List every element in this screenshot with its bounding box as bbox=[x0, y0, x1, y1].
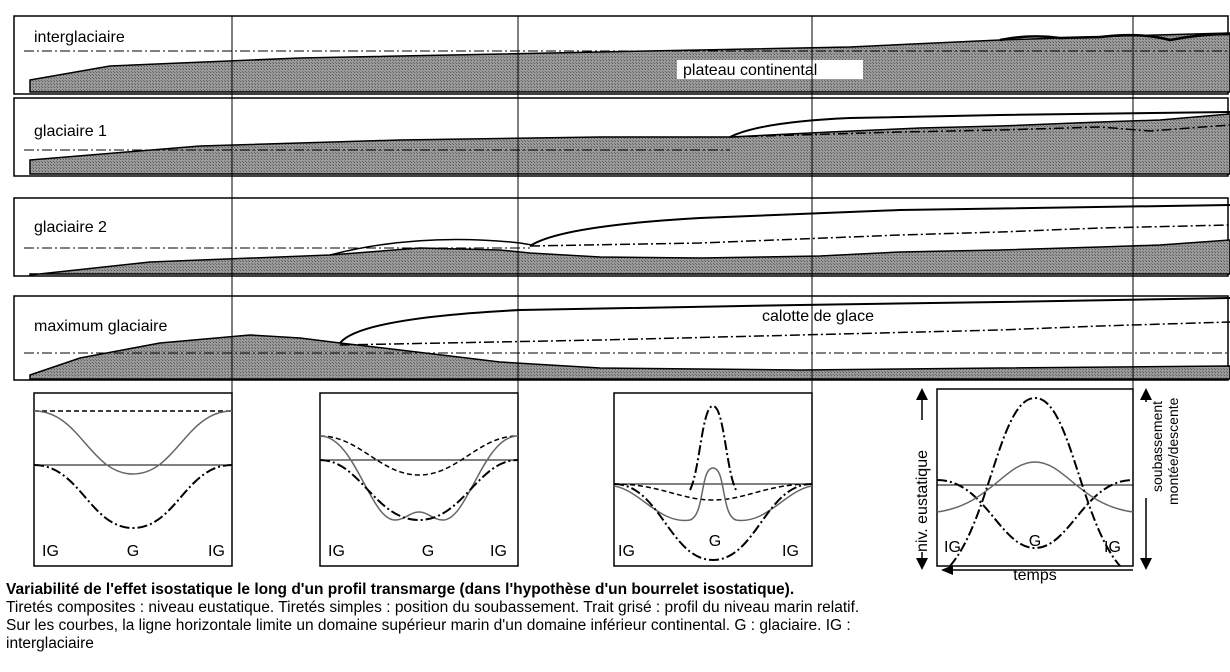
relative-sea-curve bbox=[33, 410, 233, 475]
relative-sea-curve bbox=[613, 467, 813, 522]
tick-ig-left: IG bbox=[328, 543, 345, 560]
y-right-label-1: soubassement bbox=[1149, 401, 1165, 492]
caption-title: Variabilité de l'effet isostatique le lo… bbox=[6, 581, 795, 598]
small-chart-1: IG G IG bbox=[33, 392, 233, 567]
panel-label: interglaciaire bbox=[34, 29, 125, 46]
panel-label: maximum glaciaire bbox=[34, 318, 167, 335]
chart-frame bbox=[33, 392, 233, 567]
chart-frame bbox=[613, 392, 813, 567]
chart-frame bbox=[936, 388, 1134, 567]
tick-ig-right: IG bbox=[490, 543, 507, 560]
shelf-label: plateau continental bbox=[683, 62, 817, 79]
arrow-up-icon bbox=[1140, 388, 1152, 400]
arrow-left-icon bbox=[941, 565, 953, 575]
small-chart-2: IG G IG bbox=[319, 392, 519, 567]
tick-g: G bbox=[127, 543, 139, 560]
eustatic-curve bbox=[319, 459, 519, 522]
panel-label: glaciaire 1 bbox=[34, 123, 107, 140]
caption-line-3: interglaciaire bbox=[6, 635, 94, 652]
small-chart-3: IG G IG bbox=[613, 392, 813, 567]
panel-frame bbox=[13, 197, 1229, 277]
tick-ig-left: IG bbox=[944, 539, 961, 556]
y-left-label: niv. eustatique bbox=[914, 450, 931, 552]
relative-sea-curve bbox=[936, 461, 1134, 513]
tick-g: G bbox=[422, 543, 434, 560]
caption-line-2: Sur les courbes, la ligne horizontale li… bbox=[6, 617, 851, 634]
time-label: temps bbox=[1013, 567, 1057, 584]
panel-frame bbox=[13, 295, 1229, 381]
shelf-label-box bbox=[677, 60, 863, 79]
basement-curve bbox=[319, 435, 519, 476]
small-chart-4: IG G IG niv. eustatique soubassement mon… bbox=[913, 388, 1181, 584]
seafloor-fill bbox=[29, 239, 1230, 276]
tick-ig-right: IG bbox=[1104, 539, 1121, 556]
ice-sheet-outline bbox=[529, 204, 1230, 247]
chart-frame bbox=[319, 392, 519, 567]
caption-line-1: Tiretés composites : niveau eustatique. … bbox=[6, 599, 860, 616]
relative-sea-curve bbox=[319, 435, 519, 521]
figure-caption: Variabilité de l'effet isostatique le lo… bbox=[6, 581, 1226, 653]
seafloor-fill bbox=[29, 113, 1230, 175]
arrow-down-icon bbox=[1140, 558, 1152, 570]
tick-g: G bbox=[1029, 533, 1041, 550]
panel-maximum-glaciaire: maximum glaciaire calotte de glace bbox=[13, 295, 1230, 381]
glacial-bulge bbox=[329, 238, 533, 256]
tick-ig-left: IG bbox=[42, 543, 59, 560]
basement-curve bbox=[613, 483, 813, 501]
panel-glaciaire-2: glaciaire 2 bbox=[13, 197, 1230, 277]
eustatic-peak bbox=[689, 404, 737, 491]
seafloor-fill bbox=[29, 334, 1230, 380]
ice-label: calotte de glace bbox=[762, 308, 874, 325]
eustatic-curve bbox=[33, 464, 233, 530]
eustatic-line bbox=[529, 224, 1230, 247]
basement-curve bbox=[936, 479, 1134, 550]
ice-sheet-outline bbox=[339, 297, 1230, 344]
seafloor-fill bbox=[29, 32, 1230, 93]
panel-interglaciaire: interglaciaire plateau continental bbox=[13, 15, 1230, 95]
eustatic-line bbox=[729, 124, 1230, 138]
sea-lens bbox=[999, 32, 1230, 42]
tick-ig-left: IG bbox=[618, 543, 635, 560]
panel-glaciaire-1: glaciaire 1 bbox=[13, 97, 1230, 177]
panel-label: glaciaire 2 bbox=[34, 219, 107, 236]
arrow-up-icon bbox=[916, 388, 928, 400]
ice-sheet-outline bbox=[729, 111, 1230, 138]
eustatic-curve bbox=[613, 483, 813, 562]
tick-ig-right: IG bbox=[782, 543, 799, 560]
reference-lines bbox=[231, 16, 1134, 393]
tick-g: G bbox=[709, 533, 721, 550]
y-right-label-2: montée/descente bbox=[1165, 397, 1181, 505]
arrow-down-icon bbox=[916, 558, 928, 570]
eustatic-line bbox=[339, 321, 1230, 346]
tick-ig-right: IG bbox=[208, 543, 225, 560]
